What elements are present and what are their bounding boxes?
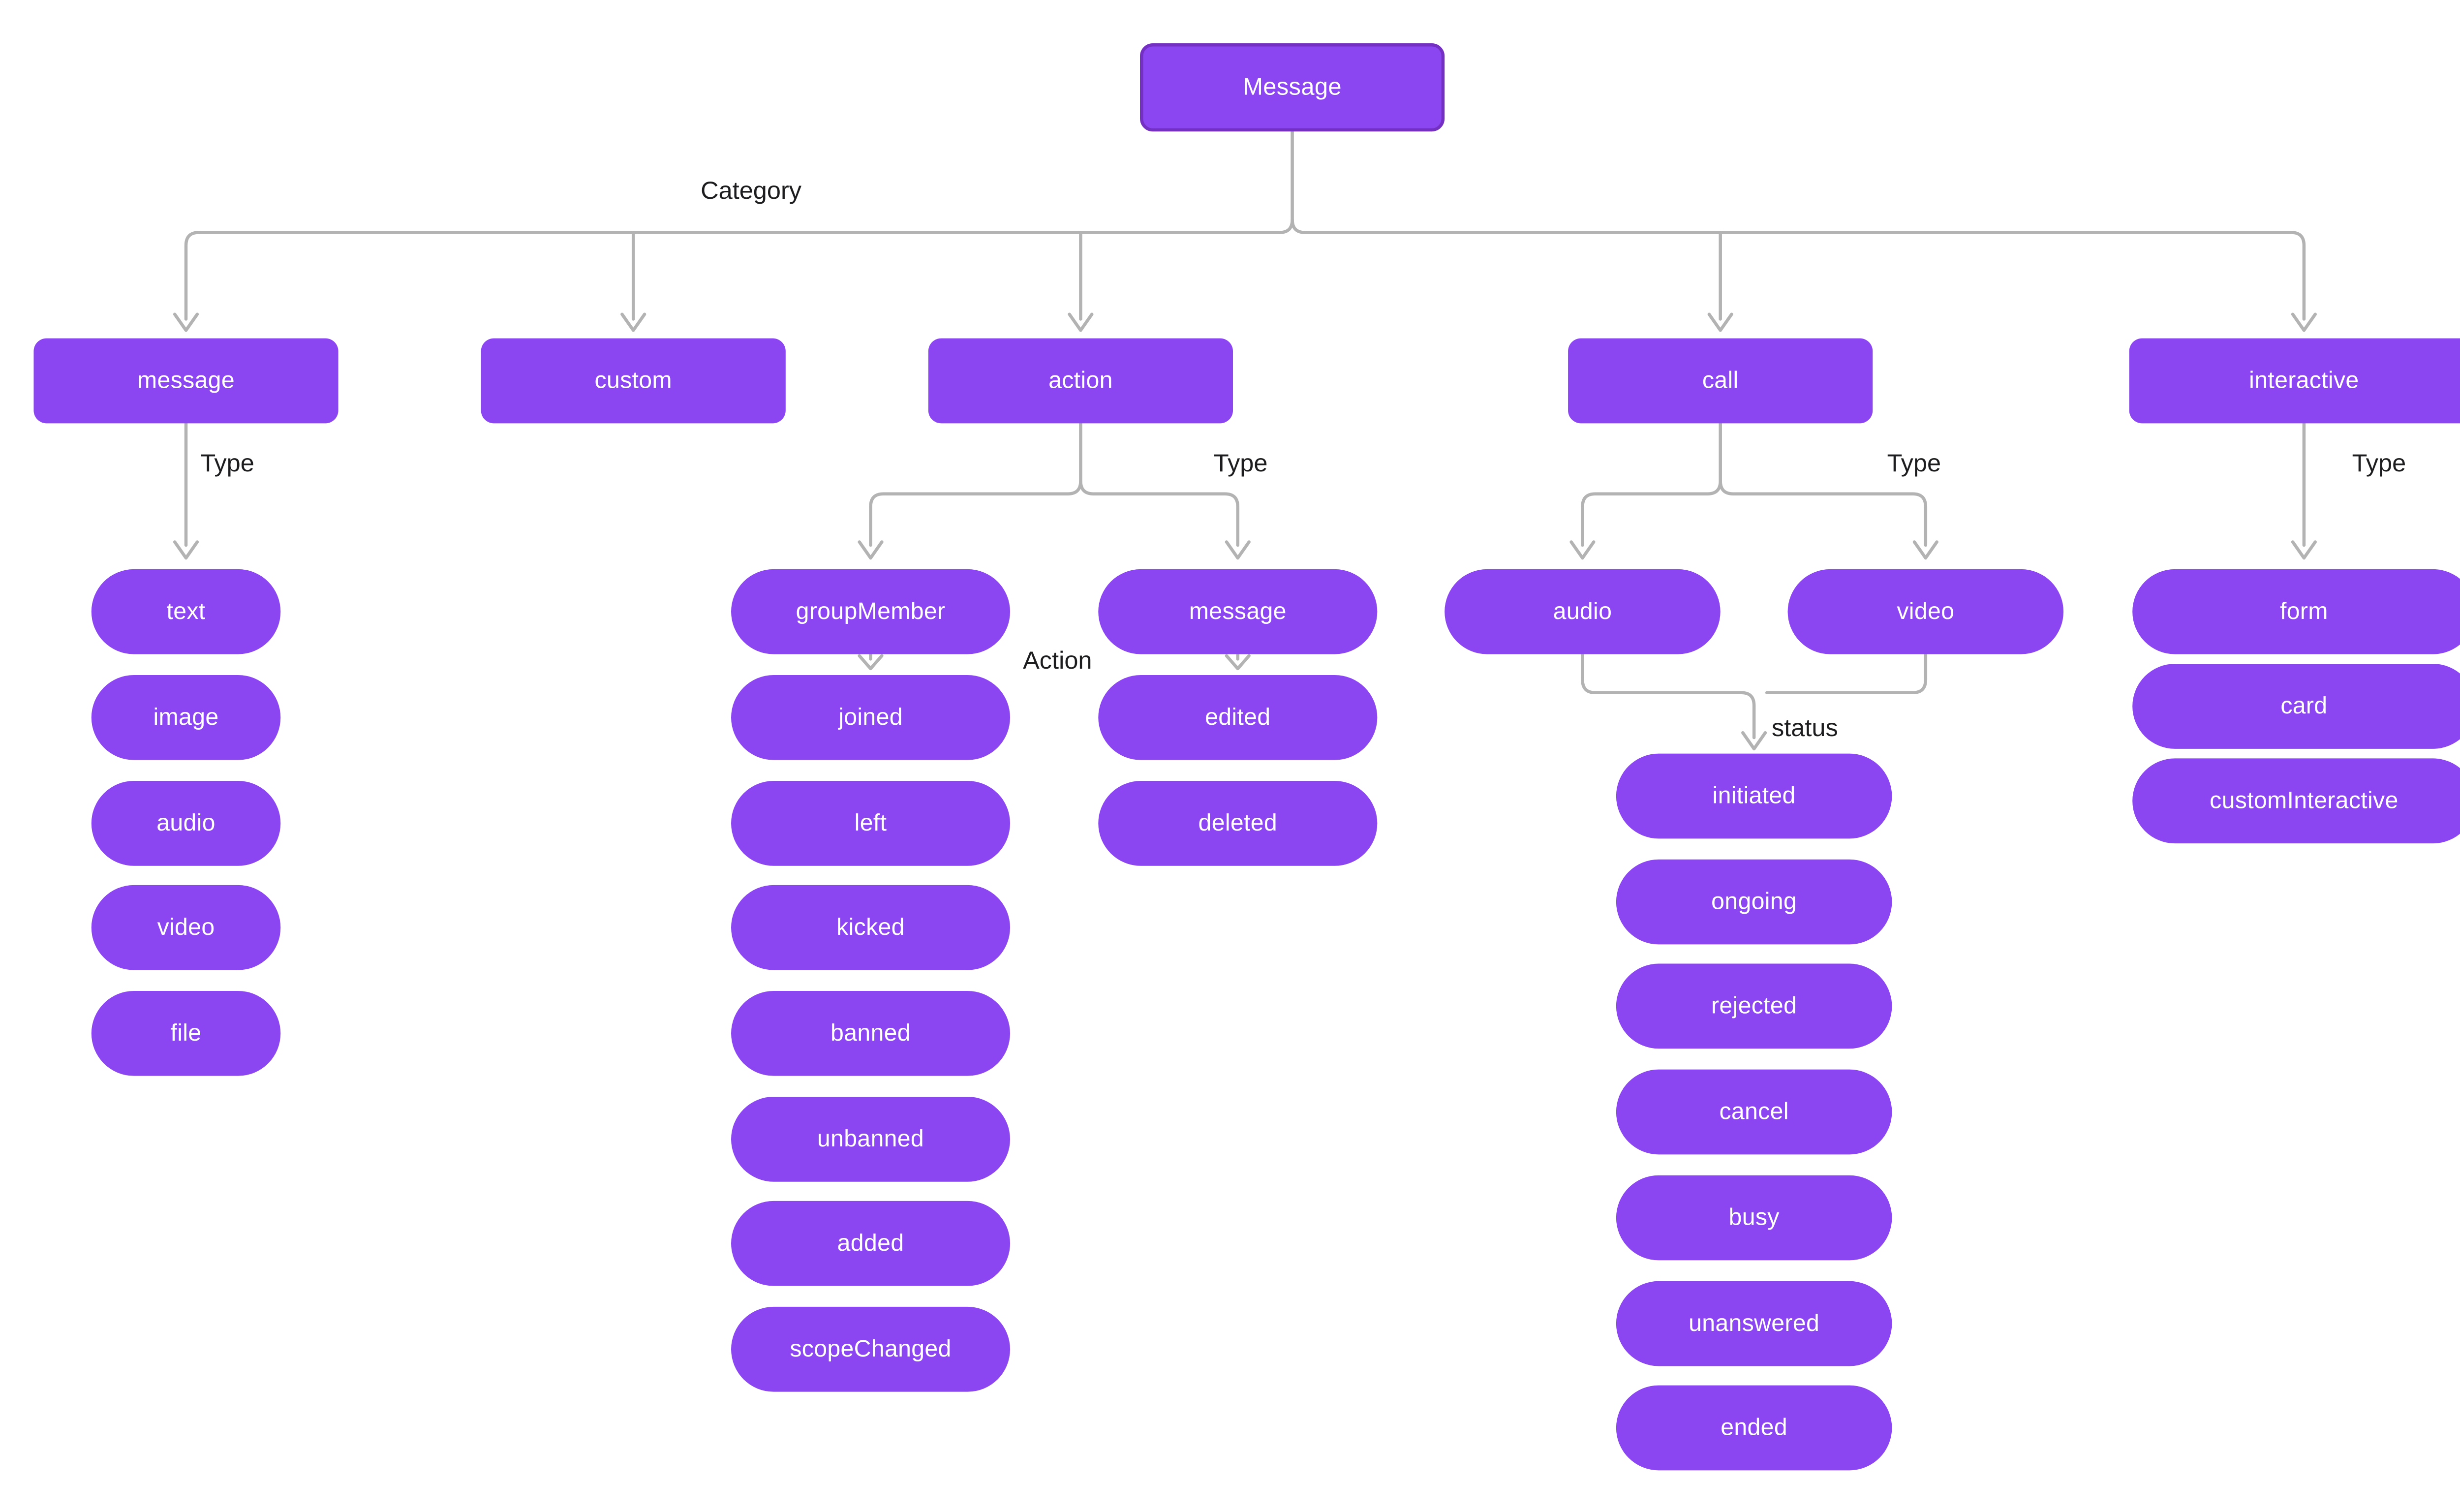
node-category-message: message <box>33 338 338 424</box>
arrowhead <box>620 312 646 332</box>
edge-label-type-action: Type <box>1213 450 1268 478</box>
node-message-type-text: text <box>91 569 281 654</box>
node-gm-action-kicked: kicked <box>731 885 1011 970</box>
node-message-action-deleted: deleted <box>1098 781 1378 866</box>
node-call-status-cancel: cancel <box>1616 1069 1892 1155</box>
node-message-type-file: file <box>91 990 281 1076</box>
node-call-status-ended: ended <box>1616 1385 1892 1471</box>
node-call-status-busy: busy <box>1616 1175 1892 1261</box>
arrowhead <box>1707 312 1733 332</box>
arrowhead <box>173 540 199 560</box>
node-gm-action-added: added <box>731 1201 1011 1286</box>
node-root-message: Message <box>1140 43 1445 132</box>
category-bus-edges <box>173 129 2317 332</box>
message-type-edge <box>173 422 199 560</box>
node-call-status-initiated: initiated <box>1616 753 1892 839</box>
node-gm-action-joined: joined <box>731 675 1011 760</box>
arrowhead <box>1068 312 1094 332</box>
node-call-status-unanswered: unanswered <box>1616 1281 1892 1366</box>
call-type-edges <box>1569 422 1938 560</box>
node-message-action-edited: edited <box>1098 675 1378 760</box>
edge-label-type-interactive: Type <box>2352 450 2406 478</box>
node-action-type-message: message <box>1098 569 1378 654</box>
arrowhead <box>1569 540 1596 560</box>
call-status-merge-edges <box>1581 652 1928 751</box>
node-gm-action-banned: banned <box>731 990 1011 1076</box>
node-interactive-type-card: card <box>2132 664 2460 749</box>
node-category-action: action <box>928 338 1233 424</box>
node-call-status-ongoing: ongoing <box>1616 859 1892 945</box>
node-gm-action-scopechanged: scopeChanged <box>731 1306 1011 1392</box>
edge-label-type-message: Type <box>200 450 254 478</box>
edge-label-status: status <box>1771 715 1838 742</box>
arrowhead <box>858 540 884 560</box>
node-message-type-audio: audio <box>91 781 281 866</box>
group-member-action-edge <box>858 651 884 671</box>
node-call-type-audio: audio <box>1445 569 1721 654</box>
node-message-type-image: image <box>91 675 281 760</box>
arrowhead <box>1741 731 1767 751</box>
action-type-edges <box>858 422 1251 560</box>
edge-label-category: Category <box>701 178 802 206</box>
interactive-type-edge <box>2291 422 2317 560</box>
message-action-edge <box>1225 651 1251 671</box>
edge-label-action: Action <box>1023 648 1092 675</box>
arrowhead <box>173 312 199 332</box>
arrowhead <box>858 654 884 671</box>
node-interactive-type-form: form <box>2132 569 2460 654</box>
arrowhead <box>2291 540 2317 560</box>
node-action-type-groupmember: groupMember <box>731 569 1011 654</box>
edge-label-type-call: Type <box>1887 450 1941 478</box>
arrowhead <box>1225 540 1251 560</box>
node-category-interactive: interactive <box>2129 338 2460 424</box>
arrowhead <box>1912 540 1938 560</box>
node-message-type-video: video <box>91 885 281 970</box>
arrowhead <box>2291 312 2317 332</box>
node-gm-action-unbanned: unbanned <box>731 1097 1011 1182</box>
node-category-call: call <box>1568 338 1873 424</box>
node-call-type-video: video <box>1787 569 2064 654</box>
node-category-custom: custom <box>481 338 786 424</box>
arrowhead <box>1225 654 1251 671</box>
node-interactive-type-custominteractive: customInteractive <box>2132 758 2460 844</box>
node-call-status-rejected: rejected <box>1616 963 1892 1049</box>
node-gm-action-left: left <box>731 781 1011 866</box>
